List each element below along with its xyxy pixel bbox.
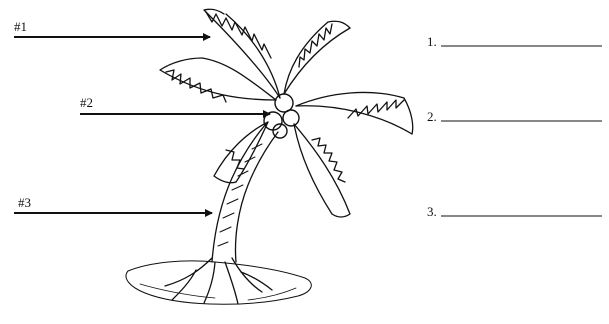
answer-number-1: 1.: [427, 34, 437, 49]
answer-blanks: 1. 2. 3.: [427, 34, 602, 219]
tree-roots: [165, 258, 272, 304]
pointer-label-1: #1: [14, 19, 27, 34]
answer-number-2: 2.: [427, 109, 437, 124]
pointer-label-2: #2: [80, 95, 93, 110]
sand-island: [126, 261, 311, 304]
coconuts: [264, 94, 299, 138]
pointer-arrows: [14, 37, 270, 213]
palm-tree-drawing: [126, 9, 413, 304]
trunk: [212, 124, 278, 262]
answer-number-3: 3.: [427, 204, 437, 219]
pointer-label-3: #3: [18, 195, 31, 210]
